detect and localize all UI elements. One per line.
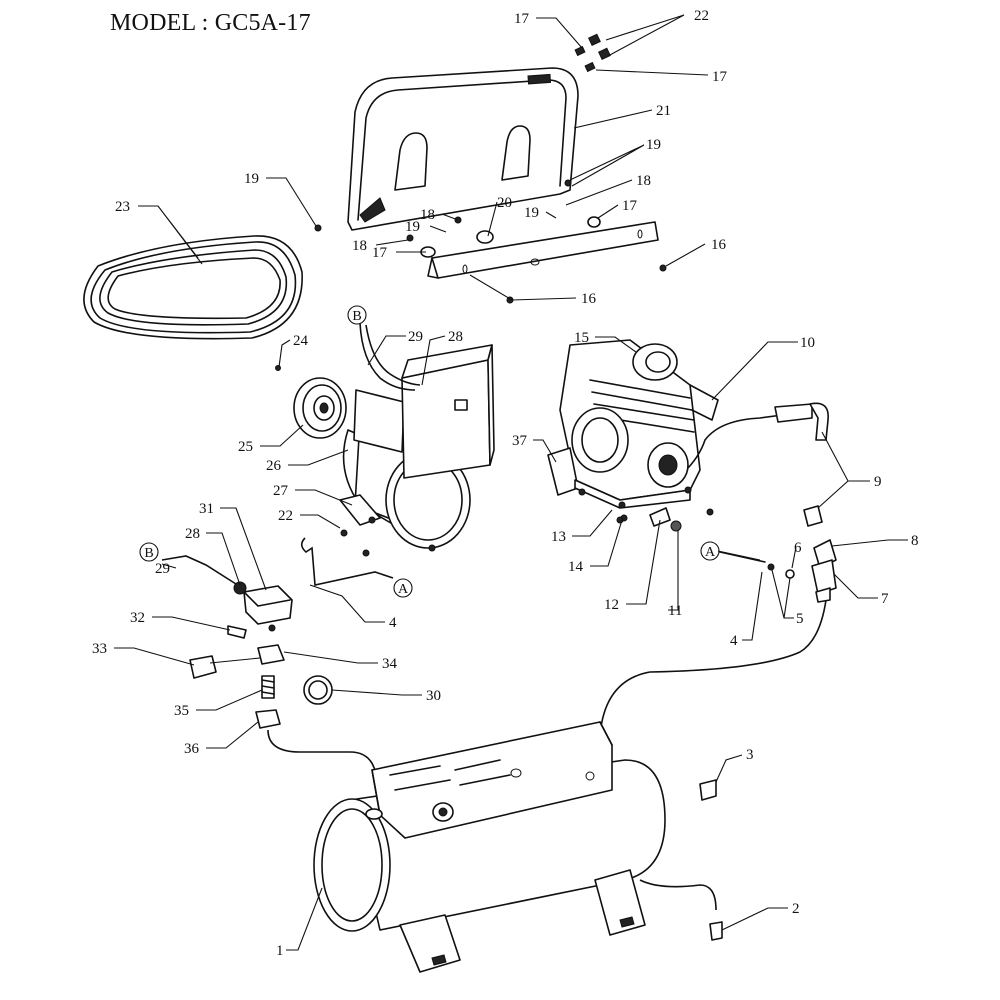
callout-34: 34 bbox=[382, 656, 398, 672]
callout-9: 9 bbox=[874, 474, 882, 490]
callout-20: 20 bbox=[497, 195, 512, 211]
guard-hardware bbox=[314, 33, 667, 304]
callout-35: 35 bbox=[174, 703, 189, 719]
callout-17: 17 bbox=[622, 198, 638, 214]
callout-16: 16 bbox=[711, 237, 727, 253]
callout-31: 31 bbox=[199, 501, 214, 517]
callout-6: 6 bbox=[794, 540, 802, 556]
callout-19: 19 bbox=[646, 137, 661, 153]
callout-23: 23 bbox=[115, 199, 130, 215]
connector-label: B bbox=[352, 309, 361, 324]
belt-guard bbox=[347, 67, 579, 231]
tank-hose bbox=[267, 729, 377, 776]
callout-18: 18 bbox=[420, 207, 435, 223]
callout-4: 4 bbox=[389, 615, 397, 631]
leader-lines bbox=[114, 14, 908, 951]
callout-18: 18 bbox=[352, 238, 367, 254]
connector-label: A bbox=[705, 545, 716, 560]
callout-26: 26 bbox=[266, 458, 282, 474]
callout-13: 13 bbox=[551, 529, 566, 545]
electric-motor bbox=[339, 344, 495, 557]
callout-28: 28 bbox=[185, 526, 200, 542]
callout-33: 33 bbox=[92, 641, 107, 657]
callout-10: 10 bbox=[800, 335, 815, 351]
connector-b-top: B bbox=[347, 305, 367, 325]
part-callouts: 17 22 17 21 19 19 18 23 20 18 19 19 17 1… bbox=[92, 8, 919, 959]
callout-15: 15 bbox=[574, 330, 589, 346]
callout-21: 21 bbox=[656, 103, 671, 119]
callout-17: 17 bbox=[514, 11, 530, 27]
callout-25: 25 bbox=[238, 439, 253, 455]
callout-32: 32 bbox=[130, 610, 145, 626]
callout-29: 29 bbox=[155, 561, 170, 577]
tube-4-left bbox=[300, 537, 394, 586]
callout-30: 30 bbox=[426, 688, 441, 704]
callout-11: 11 bbox=[668, 603, 682, 619]
compressor-pump bbox=[547, 339, 719, 522]
connector-b-left: B bbox=[139, 542, 159, 562]
callout-12: 12 bbox=[604, 597, 619, 613]
callout-17: 17 bbox=[372, 245, 388, 261]
callout-27: 27 bbox=[273, 483, 289, 499]
callout-24: 24 bbox=[293, 333, 309, 349]
callout-4: 4 bbox=[730, 633, 738, 649]
callout-18: 18 bbox=[636, 173, 651, 189]
callout-17: 17 bbox=[712, 69, 728, 85]
check-valve bbox=[719, 539, 837, 603]
callout-2: 2 bbox=[792, 901, 800, 917]
connector-markers: B B A A bbox=[139, 305, 720, 598]
callout-5: 5 bbox=[796, 611, 804, 627]
drive-belt bbox=[83, 235, 303, 340]
callout-14: 14 bbox=[568, 559, 584, 575]
callout-7: 7 bbox=[881, 591, 889, 607]
connector-a-right: A bbox=[700, 541, 720, 561]
callout-16: 16 bbox=[581, 291, 597, 307]
callout-37: 37 bbox=[512, 433, 528, 449]
callout-19: 19 bbox=[405, 219, 420, 235]
pressure-switch-assembly bbox=[161, 555, 333, 729]
callout-36: 36 bbox=[184, 741, 200, 757]
model-title: MODEL : GC5A-17 bbox=[110, 10, 311, 36]
callout-3: 3 bbox=[746, 747, 754, 763]
air-tank bbox=[313, 721, 723, 973]
motor-pulley bbox=[275, 365, 347, 439]
callout-28: 28 bbox=[448, 329, 463, 345]
callout-19: 19 bbox=[524, 205, 539, 221]
guard-bracket bbox=[427, 221, 659, 279]
callout-1: 1 bbox=[276, 943, 284, 959]
callout-22: 22 bbox=[278, 508, 293, 524]
connector-label: B bbox=[144, 546, 153, 561]
pump-fittings bbox=[616, 507, 682, 532]
callout-8: 8 bbox=[911, 533, 919, 549]
motor-wire bbox=[359, 322, 416, 391]
callout-29: 29 bbox=[408, 329, 423, 345]
connector-label: A bbox=[398, 582, 409, 597]
connector-a-left: A bbox=[393, 578, 413, 598]
callout-22: 22 bbox=[694, 8, 709, 24]
discharge-tube bbox=[687, 413, 791, 469]
callout-19: 19 bbox=[244, 171, 259, 187]
